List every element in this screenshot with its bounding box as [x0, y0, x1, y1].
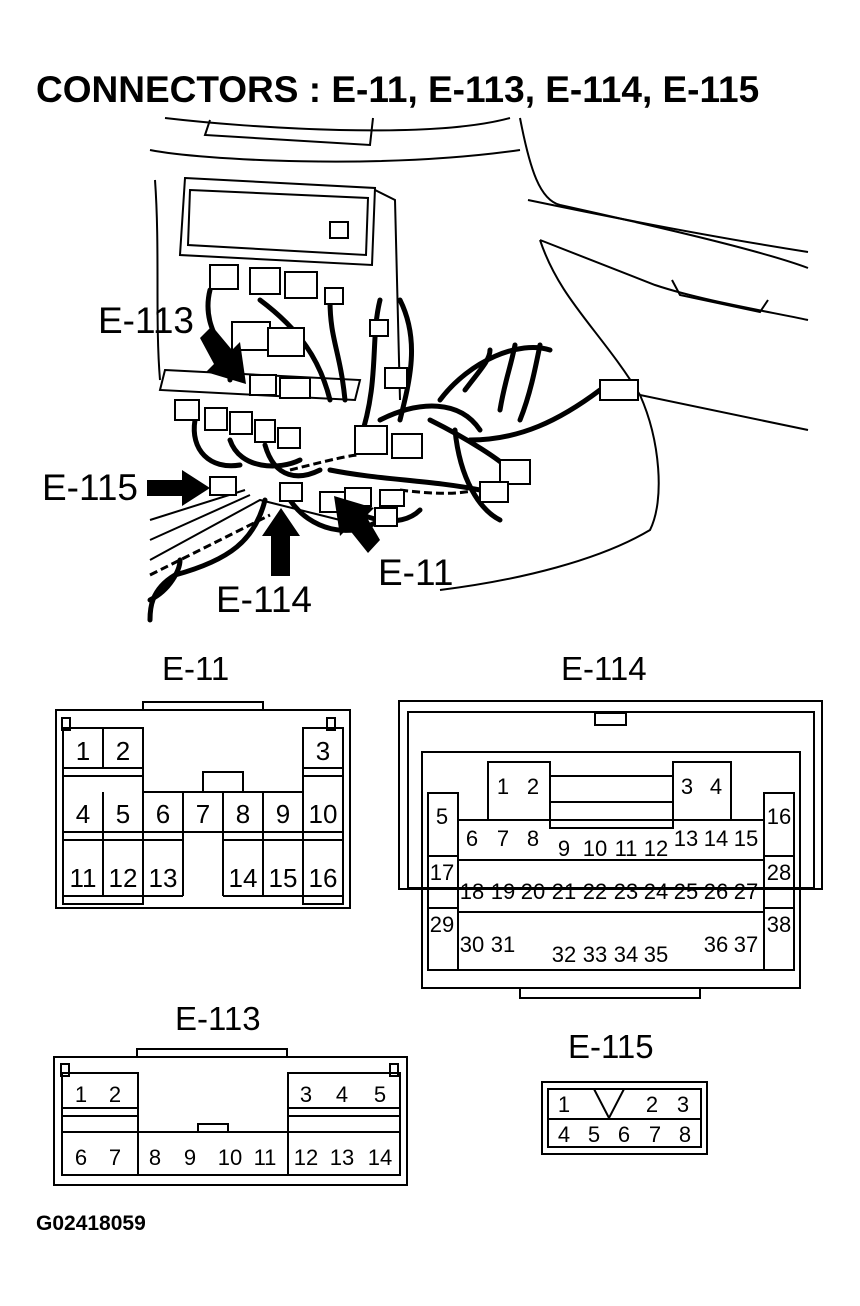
- e114-pin-label: 6: [466, 826, 478, 851]
- e11-pin-label: 5: [116, 799, 130, 829]
- callout-e11: E-11: [378, 552, 453, 593]
- e114-pin-label: 38: [767, 912, 791, 937]
- e115-pin-label: 7: [649, 1122, 661, 1147]
- e114-pin-label: 31: [491, 932, 515, 957]
- e114-pin-label: 32: [552, 942, 576, 967]
- e11-pin-label: 16: [309, 863, 338, 893]
- e114-pin-label: 11: [615, 836, 638, 861]
- e11-pin-label: 13: [149, 863, 178, 893]
- e114-pin-label: 1: [497, 774, 509, 799]
- e114-pin-label: 23: [614, 879, 638, 904]
- e114-pin-label: 21: [552, 879, 576, 904]
- e11-pin-label: 14: [229, 863, 258, 893]
- connector-e11-caption: E-11: [162, 650, 229, 687]
- e115-pin-label: 1: [558, 1092, 570, 1117]
- e114-pin-label: 19: [491, 879, 515, 904]
- e114-pin-label: 36: [704, 932, 728, 957]
- e114-pin-label: 27: [734, 879, 758, 904]
- connector-e113-caption: E-113: [175, 1000, 261, 1037]
- connector-e114-caption: E-114: [561, 650, 647, 687]
- e113-pin-label: 2: [109, 1082, 121, 1107]
- e114-pin-label: 17: [430, 860, 454, 885]
- diagram-title: CONNECTORS : E-11, E-113, E-114, E-115: [36, 69, 759, 110]
- e11-pin-label: 9: [276, 799, 290, 829]
- e114-pin-label: 26: [704, 879, 728, 904]
- e114-pin-label: 12: [644, 836, 668, 861]
- arrow-e114-icon: [262, 508, 300, 576]
- e114-pin-label: 3: [681, 774, 693, 799]
- e113-pin-label: 5: [374, 1082, 386, 1107]
- e11-pin-label: 8: [236, 799, 250, 829]
- e115-pin-label: 3: [677, 1092, 689, 1117]
- e114-pin-label: 33: [583, 942, 607, 967]
- callout-e113: E-113: [98, 300, 194, 341]
- connector-e115-caption: E-115: [568, 1028, 654, 1065]
- e113-pin-label: 3: [300, 1082, 312, 1107]
- e113-pin-label: 8: [149, 1145, 161, 1170]
- e114-pin-label: 7: [497, 826, 509, 851]
- e113-pin-label: 6: [75, 1145, 87, 1170]
- callout-e114: E-114: [216, 579, 312, 620]
- e113-pin-label: 11: [254, 1145, 277, 1170]
- e114-pin-label: 37: [734, 932, 758, 957]
- arrow-e115-icon: [147, 470, 210, 506]
- e11-pin-label: 4: [76, 799, 90, 829]
- arrow-e113-icon: [200, 326, 246, 384]
- e114-pin-label: 15: [734, 826, 758, 851]
- e114-pin-label: 5: [436, 804, 448, 829]
- e113-pin-label: 14: [368, 1145, 392, 1170]
- e113-pin-label: 13: [330, 1145, 354, 1170]
- e114-pin-label: 14: [704, 826, 728, 851]
- e11-pin-label: 2: [116, 736, 130, 766]
- e11-pin-label: 3: [316, 736, 330, 766]
- e11-pin-label: 15: [269, 863, 298, 893]
- e114-pin-label: 8: [527, 826, 539, 851]
- e113-pin-label: 7: [109, 1145, 121, 1170]
- arrow-e11-icon: [334, 496, 380, 553]
- e113-pin-label: 1: [75, 1082, 87, 1107]
- e114-pin-label: 28: [767, 860, 791, 885]
- e114-pin-label: 29: [430, 912, 454, 937]
- figure-code: G02418059: [36, 1212, 146, 1235]
- e114-pin-label: 30: [460, 932, 484, 957]
- e114-pin-label: 4: [710, 774, 722, 799]
- e115-pin-label: 5: [588, 1122, 600, 1147]
- e115-pin-label: 4: [558, 1122, 570, 1147]
- e113-pin-label: 12: [294, 1145, 318, 1170]
- e114-pin-label: 35: [644, 942, 668, 967]
- e113-pin-label: 9: [184, 1145, 196, 1170]
- e11-pin-label: 6: [156, 799, 170, 829]
- callout-e115: E-115: [42, 467, 138, 508]
- e11-pin-label: 12: [109, 863, 138, 893]
- e11-pin-label: 11: [70, 863, 97, 893]
- e115-pin-label: 8: [679, 1122, 691, 1147]
- e114-pin-label: 13: [674, 826, 698, 851]
- e11-pin-label: 10: [309, 799, 338, 829]
- e114-pin-label: 2: [527, 774, 539, 799]
- dashboard-illustration: [147, 117, 809, 623]
- e114-pin-label: 10: [583, 836, 607, 861]
- e114-pin-label: 18: [460, 879, 484, 904]
- e114-pin-label: 34: [614, 942, 638, 967]
- e113-pin-label: 10: [218, 1145, 242, 1170]
- e113-pin-label: 4: [336, 1082, 348, 1107]
- e115-pin-label: 6: [618, 1122, 630, 1147]
- e114-pin-label: 22: [583, 879, 607, 904]
- e114-pin-label: 25: [674, 879, 698, 904]
- e11-pin-label: 1: [76, 736, 90, 766]
- e114-pin-label: 9: [558, 836, 570, 861]
- e115-pin-label: 2: [646, 1092, 658, 1117]
- e114-pin-label: 24: [644, 879, 668, 904]
- e114-pin-label: 20: [521, 879, 545, 904]
- e114-pin-label: 16: [767, 804, 791, 829]
- e11-pin-label: 7: [196, 799, 210, 829]
